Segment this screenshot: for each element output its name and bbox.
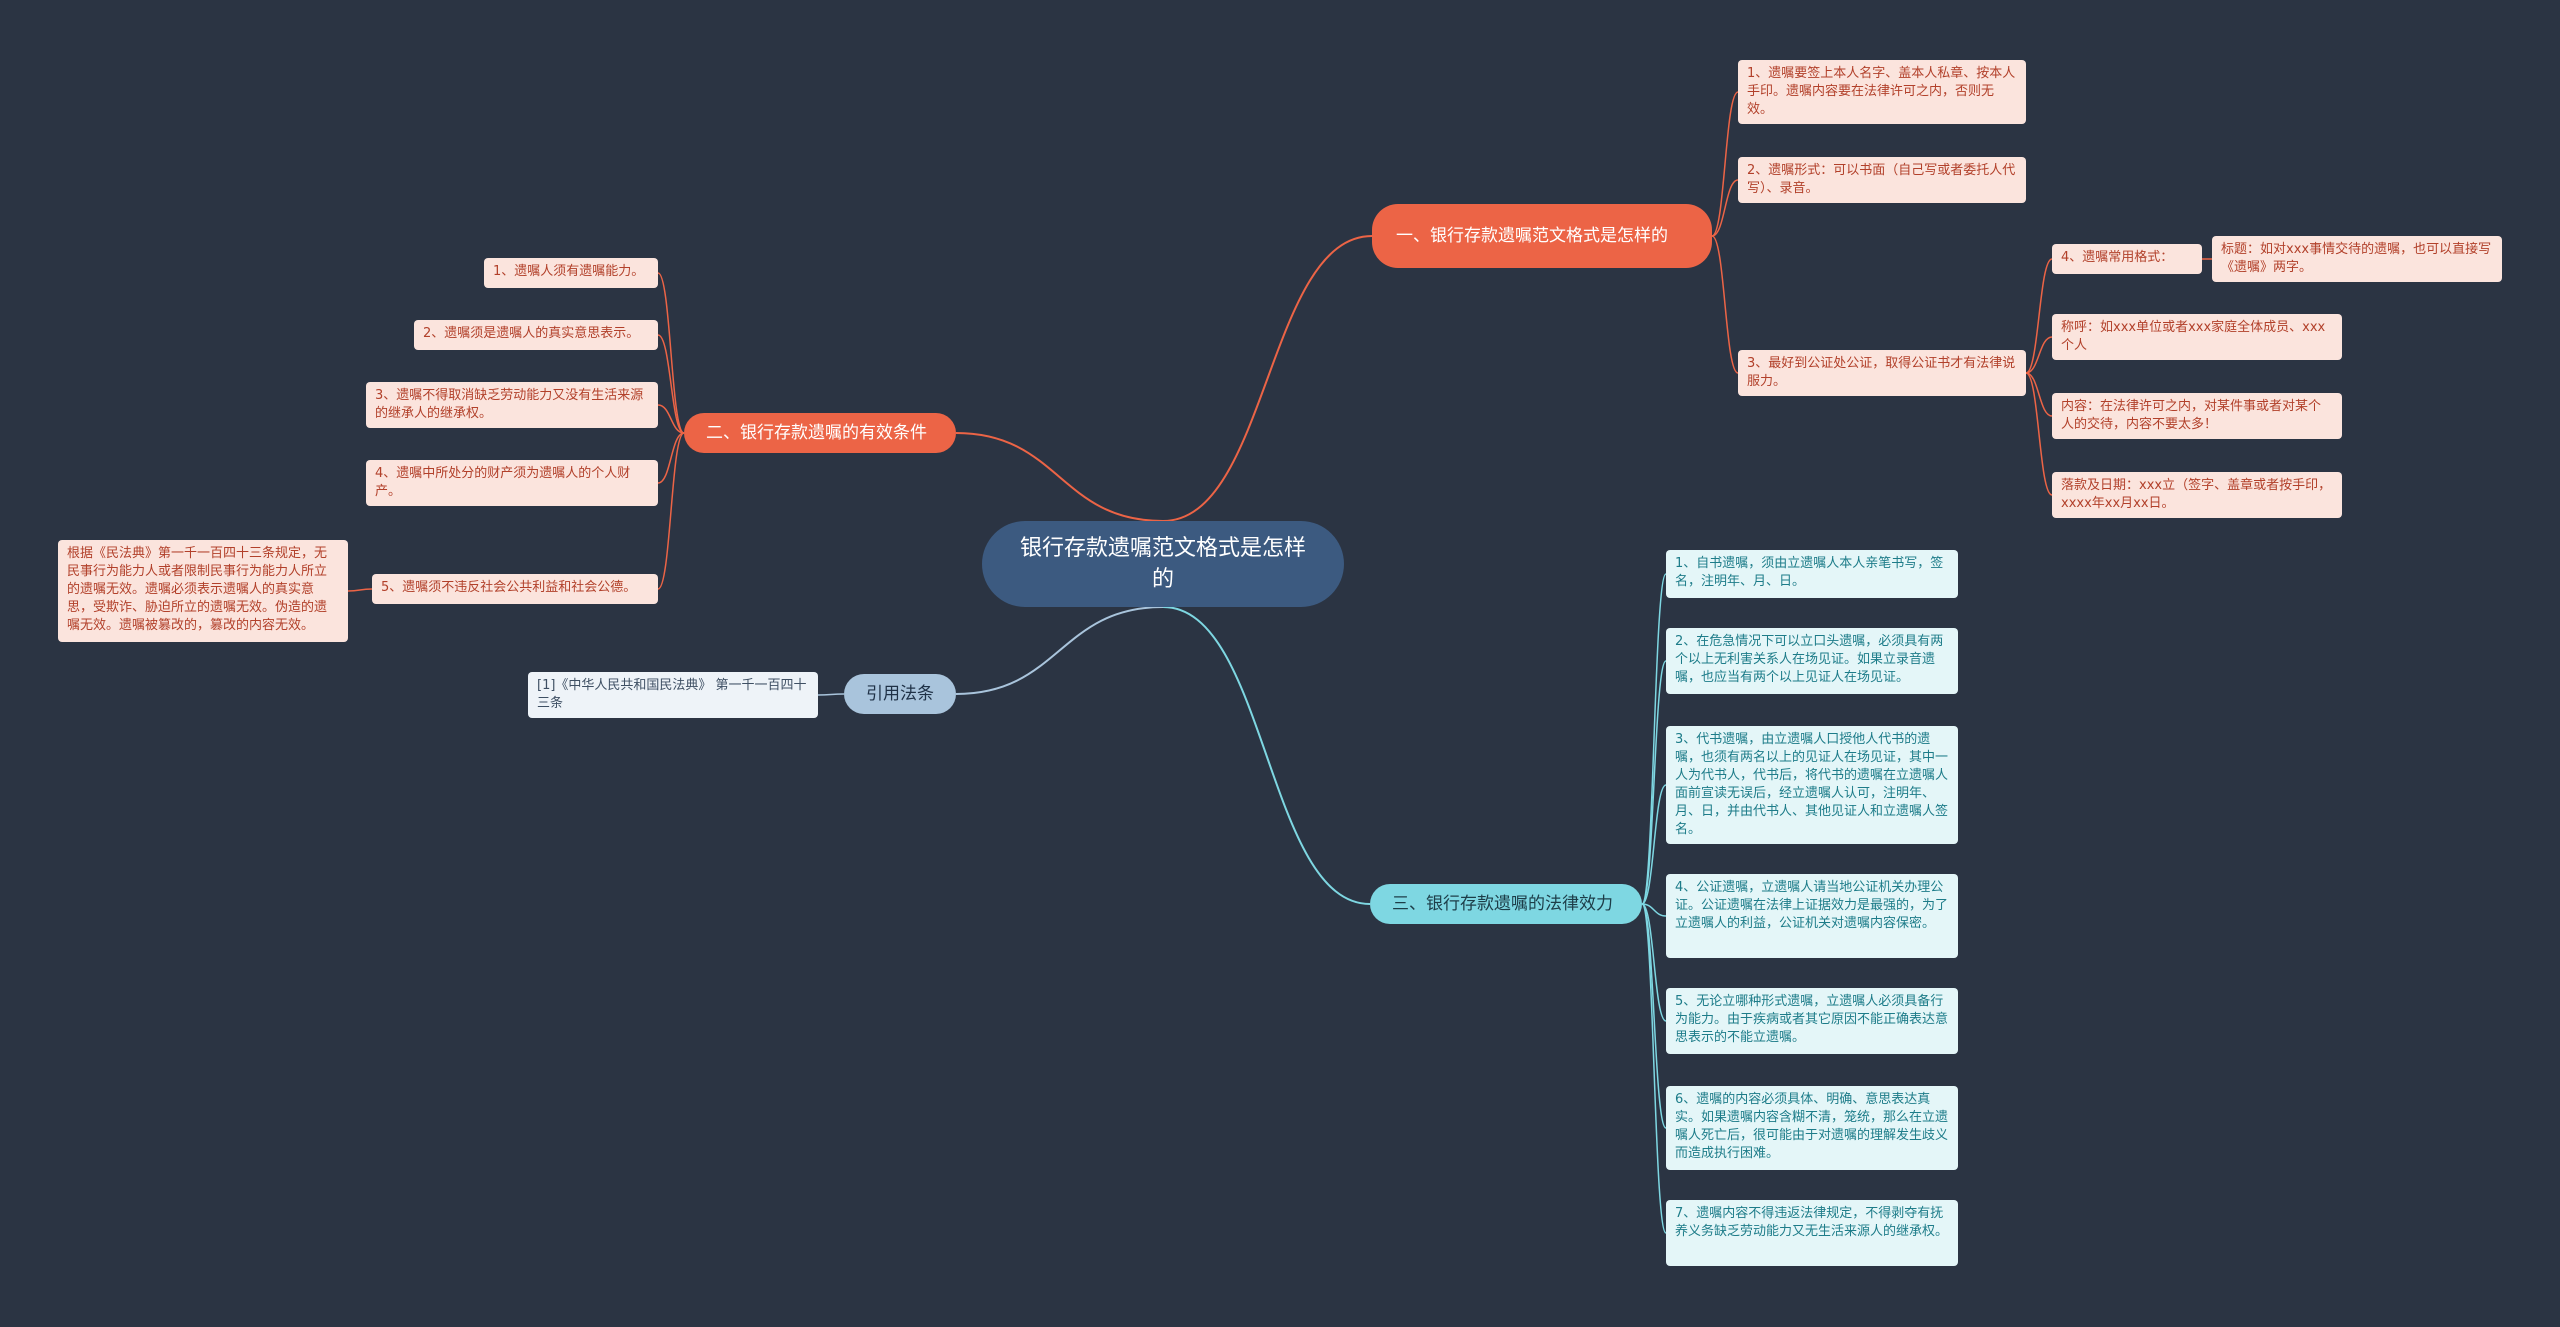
link-b3-item1 — [1641, 573, 1667, 905]
effect-item-2[interactable]: 2、在危急情况下可以立口头遗嘱，必须具有两个以上无利害关系人在场见证。如果立录音… — [1666, 628, 1958, 694]
effect-item-4-text: 4、公证遗嘱，立遗嘱人请当地公证机关办理公证。公证遗嘱在法律上证据效力是最强的，… — [1675, 880, 1949, 931]
effect-item-5-text: 5、无论立哪种形式遗嘱，立遗嘱人必须具备行为能力。由于疾病或者其它原因不能正确表… — [1675, 994, 1949, 1045]
link-root-branch4 — [955, 606, 1164, 695]
format-item-4-text: 4、遗嘱常用格式： — [2061, 250, 2174, 265]
format-title-item[interactable]: 标题：如对xxx事情交待的遗嘱，也可以直接写《遗嘱》两字。 — [2212, 236, 2502, 282]
link-b1-item2 — [1711, 179, 1739, 237]
condition-item-3-text: 3、遗嘱不得取消缺乏劳动能力又没有生活来源的继承人的继承权。 — [375, 388, 644, 421]
link-b2-item4 — [657, 432, 685, 484]
condition-item-4[interactable]: 4、遗嘱中所处分的财产须为遗嘱人的个人财产。 — [366, 460, 658, 506]
effect-item-7[interactable]: 7、遗嘱内容不得违返法律规定，不得剥夺有抚养义务缺乏劳动能力又无生活来源人的继承… — [1666, 1200, 1958, 1266]
branch-cited-law-label: 引用法条 — [866, 684, 934, 704]
link-root-branch1 — [1162, 235, 1373, 522]
branch-conditions-label: 二、银行存款遗嘱的有效条件 — [706, 423, 927, 443]
condition-item-3[interactable]: 3、遗嘱不得取消缺乏劳动能力又没有生活来源的继承人的继承权。 — [366, 382, 658, 428]
condition-item-2-text: 2、遗嘱须是遗嘱人的真实意思表示。 — [423, 326, 640, 341]
branch-legal-effect-label: 三、银行存款遗嘱的法律效力 — [1392, 894, 1613, 914]
link-b1-item3 — [1711, 235, 1739, 374]
effect-item-7-text: 7、遗嘱内容不得违返法律规定，不得剥夺有抚养义务缺乏劳动能力又无生活来源人的继承… — [1675, 1206, 1949, 1239]
link-b1-signature — [2025, 372, 2053, 496]
root-topic-label: 银行存款遗嘱范文格式是怎样的 — [1019, 536, 1306, 592]
condition-item-1-text: 1、遗嘱人须有遗嘱能力。 — [493, 264, 645, 279]
condition-item-5[interactable]: 5、遗嘱须不违反社会公共利益和社会公德。 — [372, 574, 658, 604]
link-b2-item1 — [657, 272, 685, 434]
condition-item-1[interactable]: 1、遗嘱人须有遗嘱能力。 — [484, 258, 658, 288]
condition-item-4-text: 4、遗嘱中所处分的财产须为遗嘱人的个人财产。 — [375, 466, 631, 499]
link-b3-item5 — [1641, 903, 1667, 1022]
format-salutation-item-text: 称呼：如xxx单位或者xxx家庭全体成员、xxx个人 — [2061, 320, 2326, 353]
link-b4-item1 — [817, 693, 845, 696]
link-root-branch2 — [955, 432, 1164, 522]
link-b1-content — [2025, 372, 2053, 417]
effect-item-3-text: 3、代书遗嘱，由立遗嘱人口授他人代书的遗嘱，也须有两名以上的见证人在场见证，其中… — [1675, 732, 1949, 837]
format-signature-item[interactable]: 落款及日期：xxx立（签字、盖章或者按手印，xxxx年xx月xx日。 — [2052, 472, 2342, 518]
format-title-item-text: 标题：如对xxx事情交待的遗嘱，也可以直接写《遗嘱》两字。 — [2221, 242, 2492, 275]
format-item-3[interactable]: 3、最好到公证处公证，取得公证书才有法律说服力。 — [1738, 350, 2026, 396]
condition-legal-note[interactable]: 根据《民法典》第一千一百四十三条规定，无民事行为能力人或者限制民事行为能力人所立… — [58, 540, 348, 642]
format-item-1-text: 1、遗嘱要签上本人名字、盖本人私章、按本人手印。遗嘱内容要在法律许可之内，否则无… — [1747, 66, 2016, 117]
condition-legal-note-text: 根据《民法典》第一千一百四十三条规定，无民事行为能力人或者限制民事行为能力人所立… — [67, 546, 328, 633]
format-item-3-text: 3、最好到公证处公证，取得公证书才有法律说服力。 — [1747, 356, 2016, 389]
format-salutation-item[interactable]: 称呼：如xxx单位或者xxx家庭全体成员、xxx个人 — [2052, 314, 2342, 360]
link-b2-item3 — [657, 404, 685, 434]
effect-item-6[interactable]: 6、遗嘱的内容必须具体、明确、意思表达真实。如果遗嘱内容含糊不清，笼统，那么在立… — [1666, 1086, 1958, 1170]
root-topic[interactable]: 银行存款遗嘱范文格式是怎样的 — [982, 521, 1344, 607]
format-content-item[interactable]: 内容：在法律许可之内，对某件事或者对某个人的交待，内容不要太多！ — [2052, 393, 2342, 439]
format-item-1[interactable]: 1、遗嘱要签上本人名字、盖本人私章、按本人手印。遗嘱内容要在法律许可之内，否则无… — [1738, 60, 2026, 124]
condition-item-2[interactable]: 2、遗嘱须是遗嘱人的真实意思表示。 — [414, 320, 658, 350]
effect-item-1[interactable]: 1、自书遗嘱，须由立遗嘱人本人亲笔书写，签名，注明年、月、日。 — [1666, 550, 1958, 598]
branch-cited-law[interactable]: 引用法条 — [844, 674, 956, 714]
format-item-2[interactable]: 2、遗嘱形式：可以书面（自己写或者委托人代写）、录音。 — [1738, 157, 2026, 203]
branch-conditions[interactable]: 二、银行存款遗嘱的有效条件 — [684, 413, 956, 453]
link-b3-item2 — [1641, 660, 1667, 905]
effect-item-5[interactable]: 5、无论立哪种形式遗嘱，立遗嘱人必须具备行为能力。由于疾病或者其它原因不能正确表… — [1666, 988, 1958, 1054]
cited-law-item-1-text: [1]《中华人民共和国民法典》 第一千一百四十三条 — [537, 678, 807, 711]
format-item-2-text: 2、遗嘱形式：可以书面（自己写或者委托人代写）、录音。 — [1747, 163, 2016, 196]
branch-format[interactable]: 一、银行存款遗嘱范文格式是怎样的 — [1372, 204, 1712, 268]
branch-legal-effect[interactable]: 三、银行存款遗嘱的法律效力 — [1370, 884, 1642, 924]
branch-format-label: 一、银行存款遗嘱范文格式是怎样的 — [1396, 226, 1668, 246]
link-b2-item2 — [657, 334, 685, 434]
format-signature-item-text: 落款及日期：xxx立（签字、盖章或者按手印，xxxx年xx月xx日。 — [2061, 478, 2332, 511]
link-b3-item7 — [1641, 903, 1667, 1234]
effect-item-4[interactable]: 4、公证遗嘱，立遗嘱人请当地公证机关办理公证。公证遗嘱在法律上证据效力是最强的，… — [1666, 874, 1958, 958]
link-b2-item5 — [657, 432, 685, 590]
link-b1-item1 — [1711, 91, 1739, 237]
effect-item-3[interactable]: 3、代书遗嘱，由立遗嘱人口授他人代书的遗嘱，也须有两名以上的见证人在场见证，其中… — [1666, 726, 1958, 844]
cited-law-item-1[interactable]: [1]《中华人民共和国民法典》 第一千一百四十三条 — [528, 672, 818, 718]
link-b1-salutation — [2025, 336, 2053, 374]
link-b3-item3 — [1641, 784, 1667, 905]
link-b3-item4 — [1641, 903, 1667, 917]
effect-item-6-text: 6、遗嘱的内容必须具体、明确、意思表达真实。如果遗嘱内容含糊不清，笼统，那么在立… — [1675, 1092, 1949, 1161]
link-root-branch3 — [1162, 606, 1371, 905]
format-content-item-text: 内容：在法律许可之内，对某件事或者对某个人的交待，内容不要太多！ — [2061, 399, 2322, 432]
link-b3-item6 — [1641, 903, 1667, 1129]
format-item-4[interactable]: 4、遗嘱常用格式： — [2052, 244, 2202, 274]
effect-item-1-text: 1、自书遗嘱，须由立遗嘱人本人亲笔书写，签名，注明年、月、日。 — [1675, 556, 1944, 589]
link-b2-note — [347, 588, 373, 592]
condition-item-5-text: 5、遗嘱须不违反社会公共利益和社会公德。 — [381, 580, 637, 595]
effect-item-2-text: 2、在危急情况下可以立口头遗嘱，必须具有两个以上无利害关系人在场见证。如果立录音… — [1675, 634, 1944, 685]
link-b1-item4 — [2025, 258, 2053, 374]
